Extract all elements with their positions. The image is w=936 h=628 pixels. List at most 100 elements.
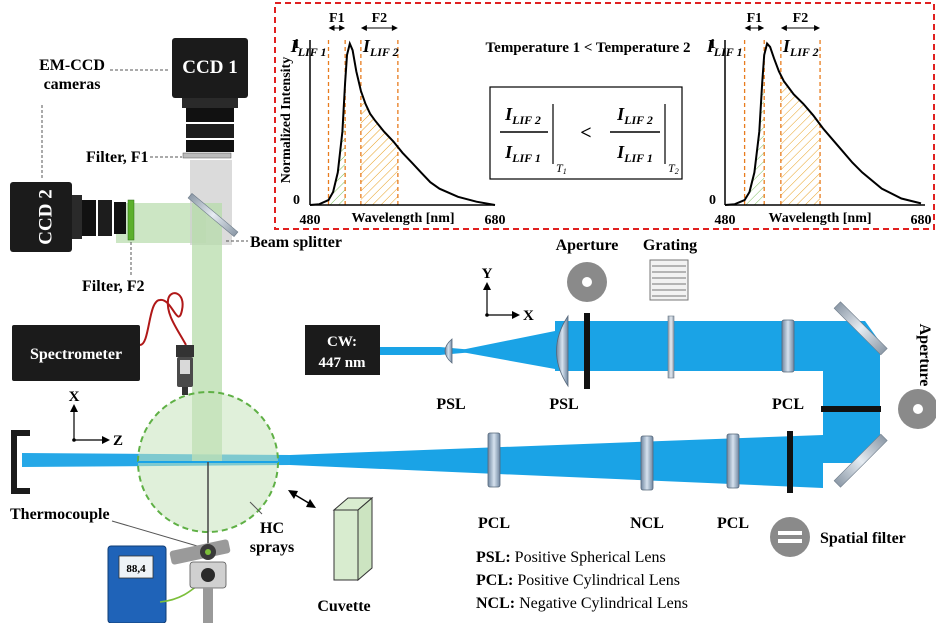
cw-laser-source: CW: 447 nm <box>305 325 380 375</box>
chart-left-ylabel: Normalized Intensity <box>279 57 294 183</box>
ccd1-camera: CCD 1 <box>172 38 248 159</box>
band-fill-f2-left <box>360 90 398 205</box>
ncl-lens <box>640 435 654 491</box>
band-label-f2-left: F2 <box>372 11 388 26</box>
band-arrowhead-f1-start-right <box>744 25 751 31</box>
filter-f2 <box>127 199 135 241</box>
curve-label-f2-left: ILIF 2 <box>362 36 399 59</box>
ratio-right-den: ILIF 1 <box>616 142 653 165</box>
mirror-bottom <box>833 433 888 488</box>
ccd2-label: CCD 2 <box>35 189 56 244</box>
chart-left-xtick-1: 680 <box>485 213 506 228</box>
ratio-inequality-box: ILIF 2 ILIF 1 T1 < ILIF 2 ILIF 1 T2 <box>489 86 683 180</box>
spatial-filter-label: Spatial filter <box>820 530 906 547</box>
fiber-coupler <box>176 345 194 395</box>
thermocouple-label: Thermocouple <box>10 506 110 523</box>
aperture-1-plate <box>584 313 590 389</box>
lens-legend: PSL: Positive Spherical Lens PCL: Positi… <box>476 549 688 612</box>
band-label-f2-right: F2 <box>793 11 809 26</box>
spectrometer-label: Spectrometer <box>30 346 122 363</box>
cuvette-icon <box>332 496 374 582</box>
ncl-label: NCL <box>630 515 664 532</box>
filter-f1-label: Filter, F1 <box>86 149 149 166</box>
curve-label-f1-left: ILIF 1 <box>290 36 327 59</box>
chart-left-ytick-0: 0 <box>293 193 300 208</box>
axis-z-label: Z <box>113 433 123 449</box>
psl-label-2: PSL <box>549 396 578 413</box>
pcl-lens-top <box>781 319 795 373</box>
cw-label: CW: <box>327 334 357 350</box>
pcl-lens-bottom-left <box>487 432 501 488</box>
spatial-filter-plate <box>787 431 793 493</box>
ratio-right-num: ILIF 2 <box>616 104 653 127</box>
spectrum-curve-left <box>309 40 496 206</box>
pcl-label-bottom-right: PCL <box>717 515 749 532</box>
thermometer-device: 88,4 <box>107 545 167 624</box>
band-arrowhead-f2-start-right <box>780 25 787 31</box>
ratio-left-num: ILIF 2 <box>504 104 541 127</box>
ratio-left-subscript: T1 <box>556 161 567 176</box>
beam-dump <box>11 430 30 494</box>
band-fill-f1-left <box>328 82 346 205</box>
band-arrowhead-f1-end-right <box>758 25 765 31</box>
chart-right-xlabel: Wavelength [nm] <box>768 211 871 226</box>
band-arrowhead-f2-end-right <box>814 25 821 31</box>
ccd2-camera: CCD 2 <box>10 182 135 252</box>
chart-right-xtick-1: 680 <box>911 213 932 228</box>
grating-element <box>667 315 675 379</box>
chart-left-xtick-0: 480 <box>300 213 321 228</box>
spatial-filter-icon <box>770 517 810 557</box>
hc-label: HC <box>260 520 284 537</box>
legend-row-pcl: PCL: Positive Cylindrical Lens <box>476 572 680 589</box>
xy-axis-indicator: Y X <box>482 266 534 324</box>
beam-splitter <box>187 192 239 238</box>
band-arrowhead-f2-start-left <box>360 25 367 31</box>
pcl-label-bottom-left: PCL <box>478 515 510 532</box>
beam-splitter-label: Beam splitter <box>250 234 342 251</box>
grating-label: Grating <box>643 237 697 254</box>
legend-row-ncl: NCL: Negative Cylindrical Lens <box>476 595 688 612</box>
cw-wavelength-label: 447 nm <box>318 355 366 371</box>
chart-left-xlabel: Wavelength [nm] <box>351 211 454 226</box>
fiber-optic-cable <box>139 292 187 346</box>
ratio-right-subscript: T2 <box>668 161 679 176</box>
thermocouple-leader <box>111 520 205 549</box>
ccd1-label: CCD 1 <box>182 57 237 78</box>
aperture-icon-top <box>567 262 607 302</box>
band-fill-f2-right <box>780 75 821 205</box>
chart-left-ytick-1: 1 <box>293 37 300 52</box>
psl-lens-2 <box>556 314 569 388</box>
filter-f1 <box>182 152 232 159</box>
mirror-top <box>833 301 888 356</box>
probe-holder <box>169 539 231 623</box>
chart-right-xtick-0: 480 <box>715 213 736 228</box>
aperture-2-plate <box>821 406 881 412</box>
band-fill-f1-right <box>744 55 765 205</box>
spectrometer-device: Spectrometer <box>12 325 140 381</box>
ratio-less-than: < <box>580 122 591 144</box>
psl-label-1: PSL <box>436 396 465 413</box>
chart-right-ytick-1: 1 <box>709 37 716 52</box>
curve-label-f1-right: ILIF 1 <box>706 36 743 59</box>
axis-y-label: Y <box>482 266 493 282</box>
grating-icon <box>649 259 689 301</box>
aperture-label: Aperture <box>556 237 619 254</box>
band-label-f1-left: F1 <box>329 11 345 26</box>
ratio-left-den: ILIF 1 <box>504 142 541 165</box>
temperature-comparison: Temperature 1 < Temperature 2 <box>486 40 691 56</box>
xz-axis-indicator: X Z <box>69 389 123 449</box>
sprays-label: sprays <box>250 539 294 556</box>
axis-x-label: X <box>69 389 80 405</box>
aperture-right-label: Aperture <box>916 324 933 387</box>
cameras-label: cameras <box>44 76 101 93</box>
aperture-icon-right <box>898 389 936 429</box>
thermo-reading: 88,4 <box>126 563 146 575</box>
band-arrowhead-f1-end-left <box>339 25 346 31</box>
translation-arrow-icon <box>288 490 316 508</box>
band-label-f1-right: F1 <box>747 11 763 26</box>
band-arrowhead-f1-start-left <box>328 25 335 31</box>
axis-x2-label: X <box>523 308 534 324</box>
spectrum-curve-right <box>724 41 922 206</box>
